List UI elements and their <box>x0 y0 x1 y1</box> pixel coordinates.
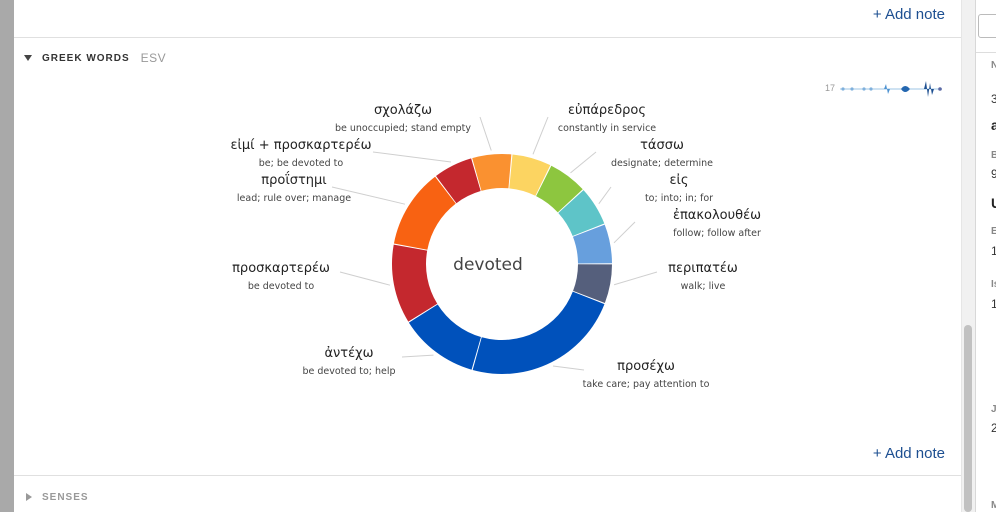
right-panel-text: M <box>991 500 996 511</box>
sparkline-peak <box>884 84 890 94</box>
slice-word-label[interactable]: εὐπάρεδρος <box>568 103 646 118</box>
slice-word-label[interactable]: ἀντέχω <box>324 346 373 361</box>
right-panel-text: 3 <box>991 92 996 106</box>
main-panel: + Add note GREEK WORDS ESV 17 σχολάζω be … <box>14 0 962 512</box>
donut-slice[interactable] <box>536 165 583 213</box>
sparkline-dot <box>938 87 942 91</box>
slice-gloss-label: constantly in service <box>558 123 656 134</box>
donut-slice[interactable] <box>472 153 512 191</box>
slice-word-label[interactable]: τάσσω <box>640 138 684 153</box>
sparkline-peak <box>901 86 910 92</box>
add-note-button[interactable]: + Add note <box>872 6 945 23</box>
right-panel-cutoff: Nu3aB9UE1Is1J2M <box>975 0 996 512</box>
senses-section-header[interactable]: SENSES <box>24 487 89 507</box>
bible-version-label: ESV <box>140 51 167 65</box>
slice-gloss-label: walk; live <box>681 281 726 292</box>
slice-gloss-label: designate; determine <box>611 158 713 169</box>
donut-slice[interactable] <box>573 264 612 303</box>
donut-center-label: devoted <box>453 255 523 275</box>
slice-word-label[interactable]: περιπατέω <box>668 261 738 276</box>
slice-leader-line <box>570 151 597 174</box>
donut-slice[interactable] <box>393 176 456 250</box>
slice-leader-line <box>613 221 636 244</box>
slice-word-label[interactable]: προσκαρτερέω <box>232 261 330 276</box>
right-panel-text: B <box>991 150 996 161</box>
sparkline-dot <box>862 87 866 91</box>
donut-slice[interactable] <box>472 291 605 374</box>
greek-words-section-header[interactable]: GREEK WORDS ESV <box>24 48 166 68</box>
slice-gloss-label: be unoccupied; stand empty <box>335 123 471 134</box>
slice-leader-line <box>331 186 406 205</box>
add-note-button[interactable]: + Add note <box>872 445 945 462</box>
slice-gloss-label: lead; rule over; manage <box>237 193 351 204</box>
right-panel-text: Is <box>991 279 996 290</box>
right-panel-input[interactable] <box>978 14 996 38</box>
slice-leader-line <box>613 271 658 286</box>
slice-word-label[interactable]: ἐπακολουθέω <box>673 208 761 223</box>
expand-triangle-icon[interactable] <box>26 493 32 501</box>
right-panel-text: 1 <box>991 244 996 258</box>
slice-gloss-label: be devoted to <box>248 281 315 292</box>
donut-slice[interactable] <box>408 304 481 370</box>
collapse-triangle-icon[interactable] <box>24 55 32 61</box>
slice-leader-line <box>339 271 391 286</box>
sparkline-peak <box>924 81 934 97</box>
section-title: SENSES <box>42 491 89 503</box>
right-panel-text: 9 <box>991 167 996 181</box>
right-panel-text: J <box>991 404 996 415</box>
slice-gloss-label: to; into; in; for <box>645 193 713 204</box>
donut-slice[interactable] <box>509 154 551 196</box>
donut-slice[interactable] <box>558 190 605 237</box>
donut-slice[interactable] <box>572 224 612 264</box>
sparkline-dot <box>869 87 873 91</box>
donut-slice[interactable] <box>435 158 481 204</box>
scrollbar[interactable] <box>961 0 975 512</box>
right-panel-text: 2 <box>991 421 996 435</box>
right-panel-text: Nu <box>991 60 996 71</box>
right-panel-text: U <box>991 195 996 211</box>
right-panel-text: 1 <box>991 297 996 311</box>
right-panel-divider <box>976 52 996 53</box>
slice-leader-line <box>372 151 452 163</box>
sparkline-dot <box>850 87 854 91</box>
scrollbar-thumb[interactable] <box>964 325 972 512</box>
sparkline-dot <box>841 87 845 91</box>
section-divider <box>14 475 961 476</box>
sparkline-count: 17 <box>825 83 836 93</box>
right-panel-text: a <box>991 117 996 133</box>
waveform-sparkline[interactable] <box>838 78 948 100</box>
slice-leader-line <box>479 116 492 151</box>
slice-word-label[interactable]: προΐστημι <box>261 172 326 188</box>
slice-word-label[interactable]: εἰς <box>669 173 688 188</box>
right-panel-text: E <box>991 226 996 237</box>
slice-gloss-label: take care; pay attention to <box>583 379 710 390</box>
section-divider <box>14 37 961 38</box>
slice-leader-line <box>598 186 612 205</box>
donut-slice[interactable] <box>392 244 438 322</box>
slice-leader-line <box>401 354 434 358</box>
slice-gloss-label: be; be devoted to <box>259 158 344 169</box>
slice-gloss-label: be devoted to; help <box>302 366 395 377</box>
slice-word-label[interactable]: εἰμί + προσκαρτερέω <box>230 138 371 153</box>
slice-gloss-label: follow; follow after <box>673 228 761 239</box>
slice-word-label[interactable]: σχολάζω <box>374 103 432 118</box>
slice-leader-line <box>552 365 585 371</box>
section-title: GREEK WORDS <box>42 52 130 64</box>
greek-words-donut-chart: σχολάζω be unoccupied; stand empty εὐπάρεδ… <box>230 103 761 390</box>
slice-leader-line <box>532 116 549 155</box>
slice-word-label[interactable]: προσέχω <box>617 359 675 374</box>
